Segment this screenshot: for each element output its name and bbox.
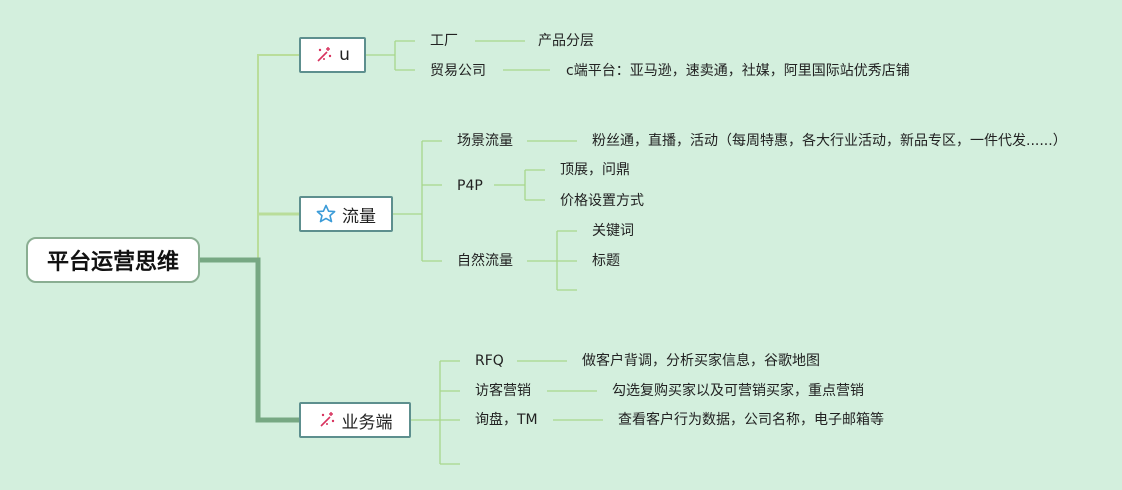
topic-rfq[interactable]: RFQ xyxy=(475,353,504,369)
subtopic-keywords[interactable]: 关键词 xyxy=(592,223,634,239)
topic-natural-traffic[interactable]: 自然流量 xyxy=(457,253,513,269)
subtopic-c-platform[interactable]: c端平台：亚马逊，速卖通，社媒，阿里国际站优秀店铺 xyxy=(566,63,910,79)
root-connectors xyxy=(200,54,300,423)
star-icon xyxy=(316,204,336,224)
subtopic-scene-traffic-detail[interactable]: 粉丝通，直播，活动（每周特惠，各大行业活动，新品专区，一件代发......） xyxy=(592,133,1067,149)
magic-wand-icon xyxy=(318,411,336,429)
root-node[interactable]: 平台运营思维 xyxy=(26,237,200,283)
root-connector-upper xyxy=(200,54,300,261)
subtopic-rfq-detail[interactable]: 做客户背调，分析买家信息，谷歌地图 xyxy=(582,353,820,369)
branch-label: 流量 xyxy=(342,206,376,227)
branch-u-connectors xyxy=(366,40,550,71)
topic-trading-company[interactable]: 贸易公司 xyxy=(430,63,486,79)
branch-traffic-connectors xyxy=(392,140,577,291)
root-label: 平台运营思维 xyxy=(46,250,179,275)
topic-p4p[interactable]: P4P xyxy=(457,178,483,194)
branch-label: u xyxy=(339,45,350,65)
subtopic-product-tiering[interactable]: 产品分层 xyxy=(538,33,594,49)
subtopic-title[interactable]: 标题 xyxy=(592,253,620,269)
topic-scene-traffic[interactable]: 场景流量 xyxy=(457,133,513,149)
branch-label: 业务端 xyxy=(341,412,393,433)
branch-business-connectors xyxy=(410,360,603,465)
topic-factory[interactable]: 工厂 xyxy=(430,33,458,49)
root-connector-main xyxy=(200,257,300,423)
magic-wand-icon xyxy=(315,46,333,64)
branch-node-business[interactable]: 业务端 xyxy=(299,402,411,438)
subtopic-top-display[interactable]: 顶展，问鼎 xyxy=(560,162,630,178)
branch-node-traffic[interactable]: 流量 xyxy=(299,196,393,232)
subtopic-price-setting[interactable]: 价格设置方式 xyxy=(560,193,644,209)
topic-inquiry-tm[interactable]: 询盘，TM xyxy=(475,412,538,428)
branch-node-u[interactable]: u xyxy=(299,37,366,73)
topic-visitor-marketing[interactable]: 访客营销 xyxy=(475,383,531,399)
subtopic-visitor-marketing-detail[interactable]: 勾选复购买家以及可营销买家，重点营销 xyxy=(612,383,864,399)
subtopic-inquiry-detail[interactable]: 查看客户行为数据，公司名称，电子邮箱等 xyxy=(618,412,884,428)
